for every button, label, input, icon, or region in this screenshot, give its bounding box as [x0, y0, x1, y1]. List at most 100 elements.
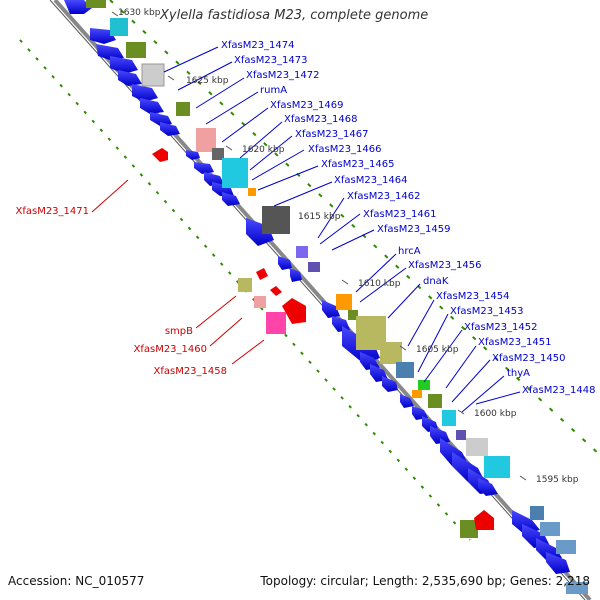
cds-arrow[interactable] — [412, 406, 428, 420]
gene-label-minus[interactable]: smpB — [165, 326, 193, 337]
gene-block[interactable] — [196, 128, 216, 152]
gene-label-minus[interactable]: XfasM23_1458 — [153, 366, 227, 377]
cds-arrow[interactable] — [160, 122, 180, 136]
minus-cds-arrow[interactable] — [152, 148, 168, 162]
gene-label-minus[interactable]: XfasM23_1460 — [133, 344, 207, 355]
cds-arrow[interactable] — [118, 70, 142, 86]
gene-block[interactable] — [484, 456, 510, 478]
cds-arrow[interactable] — [110, 56, 138, 74]
cds-arrow[interactable] — [512, 510, 540, 534]
gene-block[interactable] — [412, 390, 422, 398]
gene-block[interactable] — [418, 380, 430, 390]
cds-arrow[interactable] — [546, 552, 570, 574]
minus-gene-block[interactable] — [460, 520, 478, 538]
gene-block[interactable] — [141, 63, 165, 87]
gene-label-plus[interactable]: XfasM23_1450 — [492, 353, 566, 364]
gene-block[interactable] — [428, 394, 442, 408]
cds-arrow[interactable] — [290, 268, 302, 282]
gene-label-plus[interactable]: XfasM23_1473 — [234, 55, 308, 66]
gene-label-plus[interactable]: XfasM23_1456 — [408, 260, 482, 271]
gene-label-plus[interactable]: XfasM23_1462 — [347, 191, 421, 202]
cds-arrow[interactable] — [430, 426, 450, 444]
cds-arrow[interactable] — [186, 150, 200, 160]
minus-gene-block[interactable] — [238, 278, 252, 292]
gene-label-plus[interactable]: XfasM23_1448 — [522, 385, 596, 396]
cds-arrow[interactable] — [478, 478, 498, 496]
gene-block[interactable] — [222, 158, 248, 188]
cds-arrow[interactable] — [96, 44, 124, 60]
gene-label-plus[interactable]: XfasM23_1465 — [321, 159, 395, 170]
minus-label-leaders — [91, 179, 265, 365]
gene-block[interactable] — [456, 430, 466, 440]
gene-block[interactable] — [248, 188, 256, 196]
gene-label-plus[interactable]: XfasM23_1464 — [334, 175, 408, 186]
gene-block[interactable] — [110, 18, 128, 36]
gene-block[interactable] — [530, 506, 544, 520]
gene-label-plus[interactable]: XfasM23_1454 — [436, 291, 510, 302]
scale-tick-label: 1595 kbp — [536, 475, 579, 485]
gene-block[interactable] — [308, 262, 320, 272]
gene-block[interactable] — [566, 582, 588, 594]
gene-block[interactable] — [540, 522, 560, 536]
scale-tick-label: 1615 kbp — [298, 212, 341, 222]
gene-block[interactable] — [262, 206, 290, 234]
gene-label-plus[interactable]: dnaK — [423, 276, 449, 287]
cds-arrow[interactable] — [278, 256, 292, 270]
gene-block[interactable] — [336, 294, 352, 310]
cds-arrow[interactable] — [400, 394, 414, 408]
minus-cds-arrow[interactable] — [256, 268, 268, 280]
minus-cds-arrow[interactable] — [474, 510, 494, 530]
accession-text: Accession: NC_010577 — [8, 574, 145, 588]
gene-label-plus[interactable]: XfasM23_1461 — [363, 209, 437, 220]
cds-arrow[interactable] — [204, 172, 224, 186]
cds-arrow[interactable] — [222, 192, 240, 206]
gene-label-plus[interactable]: XfasM23_1451 — [478, 337, 552, 348]
gene-label-plus[interactable]: XfasM23_1467 — [295, 129, 369, 140]
gene-label-plus[interactable]: XfasM23_1472 — [246, 70, 320, 81]
cds-arrow[interactable] — [140, 98, 164, 114]
gene-block[interactable] — [466, 438, 488, 456]
cds-arrow[interactable] — [536, 538, 562, 560]
minus-gene-block[interactable] — [266, 312, 286, 334]
gene-block[interactable] — [380, 342, 402, 364]
gene-label-plus[interactable]: XfasM23_1474 — [221, 40, 295, 51]
gene-label-plus[interactable]: XfasM23_1453 — [450, 306, 524, 317]
gene-label-minus[interactable]: XfasM23_1471 — [15, 206, 89, 217]
cds-arrow[interactable] — [246, 218, 274, 246]
gene-block[interactable] — [86, 0, 106, 8]
gene-block[interactable] — [556, 540, 576, 554]
gene-block[interactable] — [212, 148, 224, 160]
cds-arrow[interactable] — [382, 376, 398, 392]
scale-tick-label: 1610 kbp — [358, 279, 401, 289]
minus-cds-arrow[interactable] — [270, 286, 282, 296]
minus-cds-arrow[interactable] — [282, 298, 306, 324]
gene-label-plus[interactable]: thyA — [507, 368, 530, 379]
gene-label-plus[interactable]: XfasM23_1459 — [377, 224, 451, 235]
cds-arrow[interactable] — [90, 28, 116, 44]
gene-block[interactable] — [126, 42, 146, 58]
cds-arrow[interactable] — [194, 162, 214, 174]
gene-label-plus[interactable]: XfasM23_1466 — [308, 144, 382, 155]
cds-arrow[interactable] — [360, 352, 380, 370]
gene-block[interactable] — [296, 246, 308, 258]
gene-label-plus[interactable]: XfasM23_1469 — [270, 100, 344, 111]
minus-gene-block[interactable] — [254, 296, 266, 308]
cds-arrow[interactable] — [322, 300, 340, 318]
gene-label-plus[interactable]: hrcA — [398, 246, 421, 257]
cds-arrow[interactable] — [64, 0, 92, 14]
minus-strand-cds-track — [152, 148, 494, 538]
scale-tick-label: 1600 kbp — [474, 409, 517, 419]
gene-block[interactable] — [396, 362, 414, 378]
cds-arrow[interactable] — [150, 112, 172, 126]
gene-block[interactable] — [442, 410, 456, 426]
cds-arrow[interactable] — [212, 182, 234, 196]
scale-tick-label: 1620 kbp — [242, 145, 285, 155]
gene-label-plus[interactable]: XfasM23_1452 — [464, 322, 538, 333]
gene-block[interactable] — [176, 102, 190, 116]
gene-block[interactable] — [348, 310, 358, 320]
gene-label-plus[interactable]: XfasM23_1468 — [284, 114, 358, 125]
gene-label-plus[interactable]: rumA — [260, 85, 287, 96]
plus-label-leaders — [163, 46, 521, 413]
cds-arrow[interactable] — [132, 84, 158, 102]
